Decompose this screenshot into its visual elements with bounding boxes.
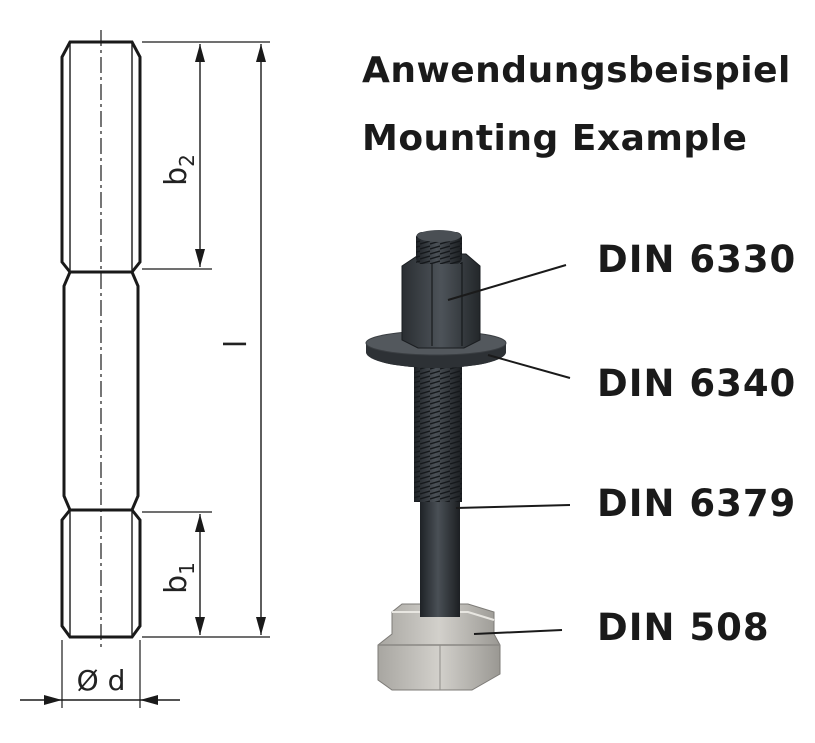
label-din-6340: DIN 6340 [597, 362, 797, 405]
title-german: Anwendungsbeispiel [362, 50, 791, 91]
label-din-6379: DIN 6379 [597, 482, 797, 525]
label-l: l [219, 340, 254, 348]
leader-din6379 [455, 504, 571, 509]
label-b1: b1 [159, 562, 199, 594]
leader-din6340 [487, 354, 571, 379]
top-thread-outline [60, 40, 142, 274]
label-b2: b2 [159, 154, 199, 186]
leader-lines [447, 264, 571, 635]
title-english: Mounting Example [362, 118, 748, 159]
technical-drawing [20, 30, 270, 708]
nut-part [401, 253, 481, 349]
stud-shank [420, 495, 460, 617]
label-din-508: DIN 508 [597, 606, 770, 649]
leader-din6330 [447, 264, 567, 301]
label-d: Ø d [77, 664, 126, 697]
label-din-6330: DIN 6330 [597, 238, 797, 281]
shank-outline [62, 271, 140, 511]
t-slot-nut-part [377, 603, 501, 691]
leader-din508 [473, 629, 563, 635]
assembly-illustration [365, 230, 507, 691]
